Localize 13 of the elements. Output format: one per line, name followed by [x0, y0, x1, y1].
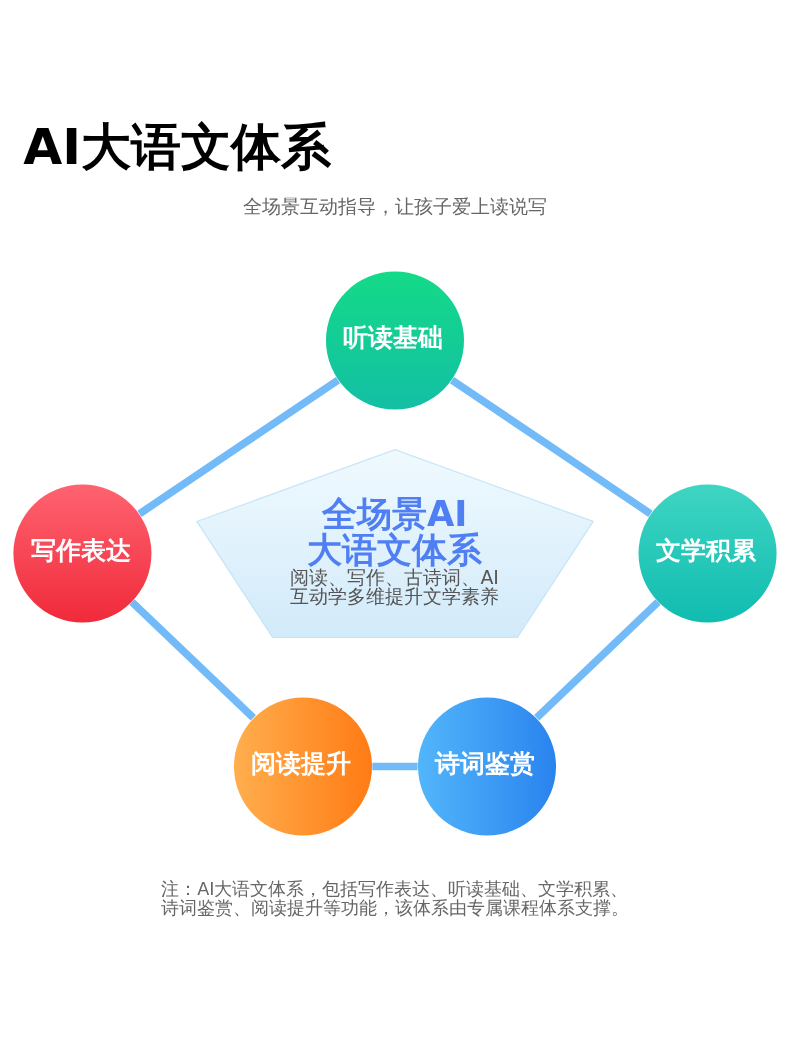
- node-circle: 阅读提升: [233, 697, 372, 836]
- connector: [372, 762, 418, 770]
- diagram-title: AI大语文体系: [23, 116, 332, 176]
- node-circle: 文学积累: [638, 483, 777, 623]
- node-circle: 诗词鉴赏: [417, 697, 557, 836]
- connector: [534, 598, 661, 721]
- connector: [137, 376, 341, 517]
- node-circle: 听读基础: [325, 270, 464, 409]
- label: 全场景互动指导，让孩子爱上读说写: [243, 194, 548, 217]
- connector: [129, 598, 256, 721]
- connector: [449, 376, 653, 517]
- node-circle: 写作表达: [13, 483, 152, 623]
- label: 注：AI大语文体系，包括写作表达、听读基础、文学积累、诗词鉴赏、阅读提升等功能，该体系由专属课程体系支撑。: [161, 878, 630, 918]
